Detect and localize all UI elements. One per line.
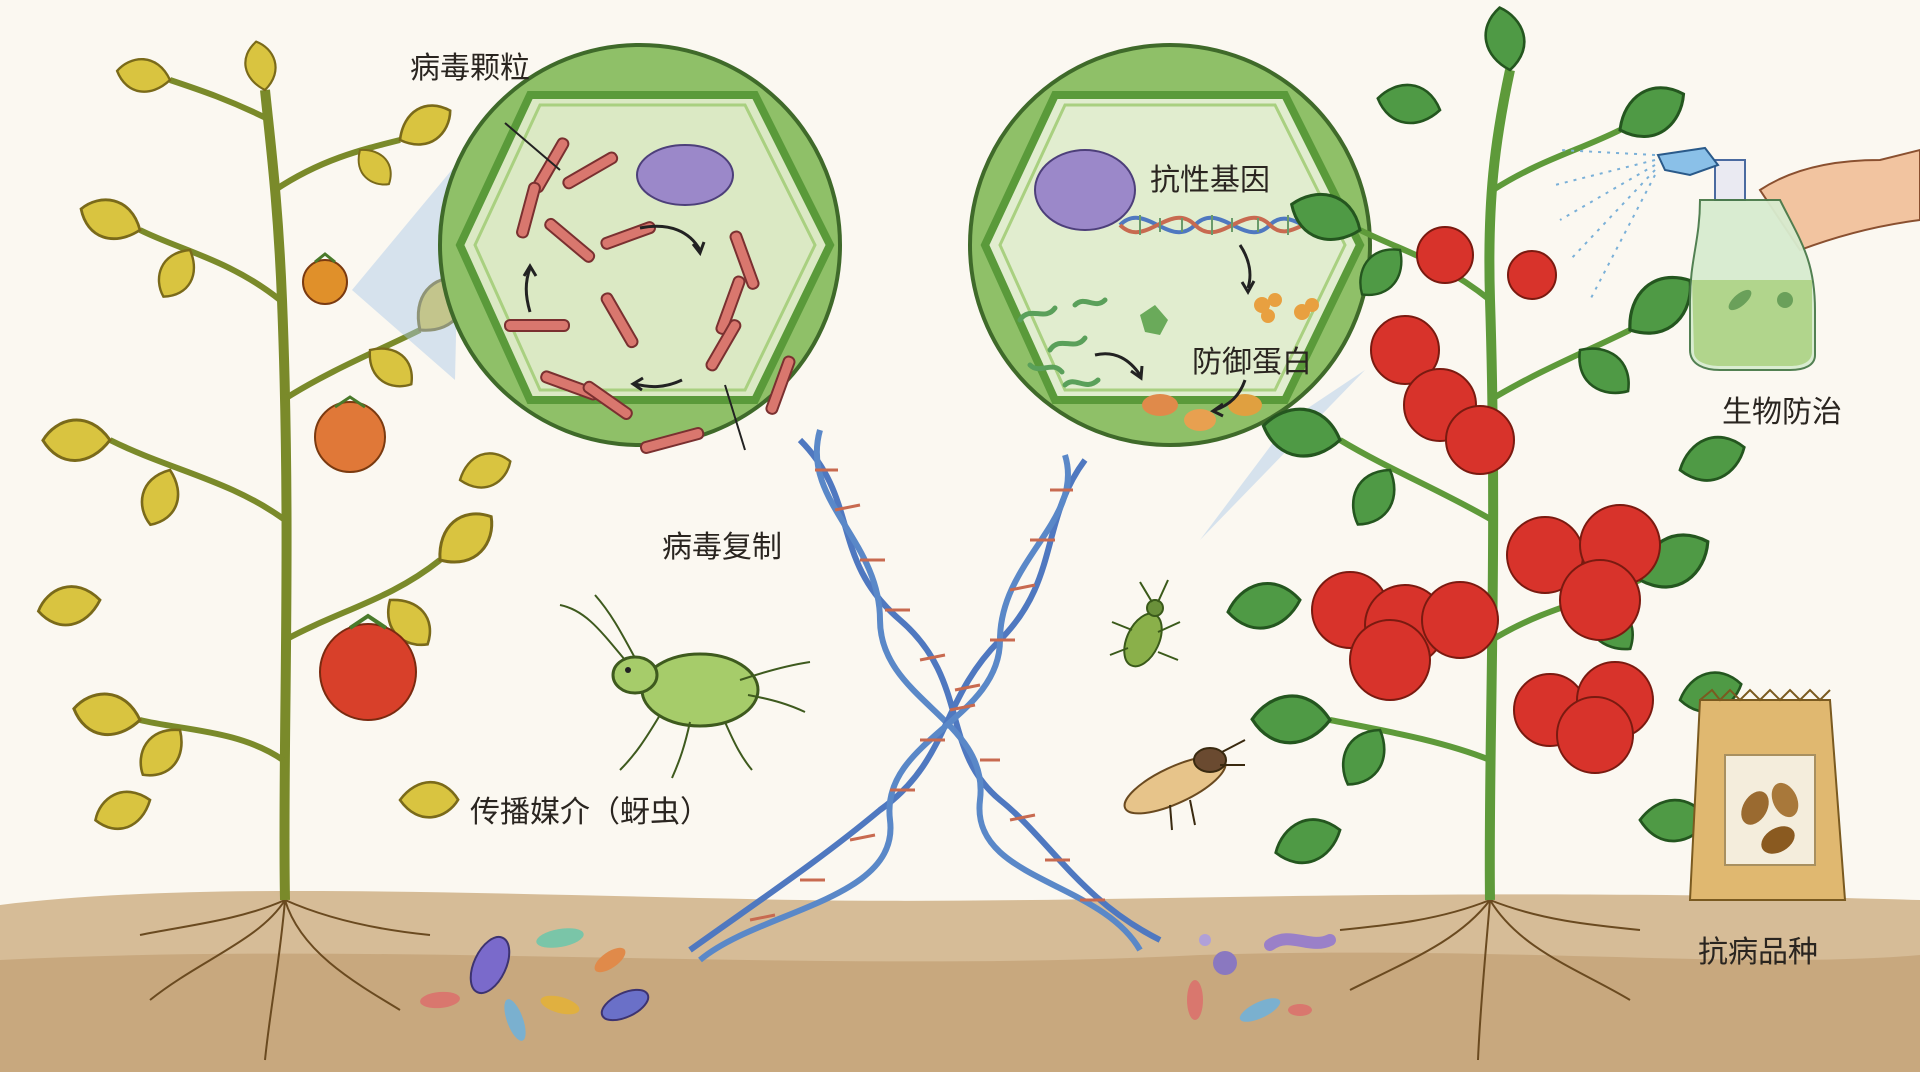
defense-pathway-arrows	[1094, 244, 1256, 418]
healthy-tomato-fruits	[1311, 226, 1661, 774]
dna-helix-icon	[688, 429, 1162, 963]
label-resistance-gene: 抗性基因	[1150, 163, 1270, 198]
spray-bottle-icon	[1554, 146, 1920, 371]
virus-particles	[504, 137, 796, 454]
zoom-cone-left	[352, 160, 460, 380]
soil-microbes	[420, 928, 1336, 1041]
replication-cycle-arrows	[522, 224, 706, 392]
soil-lower	[0, 952, 1920, 1072]
healthy-tomato-plant	[1226, 6, 1751, 1061]
seed-bag-icon	[1688, 688, 1847, 901]
label-virus-replication: 病毒复制	[662, 530, 782, 565]
leader-virus-replication	[724, 384, 746, 451]
resistant-cell-zoom	[968, 43, 1372, 447]
label-virus-particles: 病毒颗粒	[410, 51, 530, 86]
nucleus-right	[1034, 149, 1136, 231]
spray-mist	[1554, 149, 1656, 301]
label-biological-control: 生物防治	[1722, 395, 1842, 430]
aphid-icon	[559, 594, 811, 779]
resistance-gene-dna	[1118, 215, 1327, 235]
leader-virus-particles	[504, 122, 561, 171]
zoom-cone-right	[1200, 370, 1365, 540]
degraded-virus-fragments	[1017, 297, 1108, 388]
infected-cell-zoom	[438, 43, 842, 454]
nucleus-left	[636, 144, 734, 206]
beetle-icon	[1109, 579, 1181, 668]
label-resistant-variety: 抗病品种	[1698, 935, 1818, 970]
diseased-tomato-fruits	[302, 252, 417, 721]
diseased-tomato-plant	[37, 40, 516, 1061]
label-defense-protein: 防御蛋白	[1192, 345, 1312, 380]
soil-ground	[0, 890, 1920, 1072]
moth-icon	[1123, 739, 1246, 831]
label-vector-aphid: 传播媒介（蚜虫）	[470, 795, 710, 830]
defense-protein-blobs	[1142, 293, 1319, 431]
